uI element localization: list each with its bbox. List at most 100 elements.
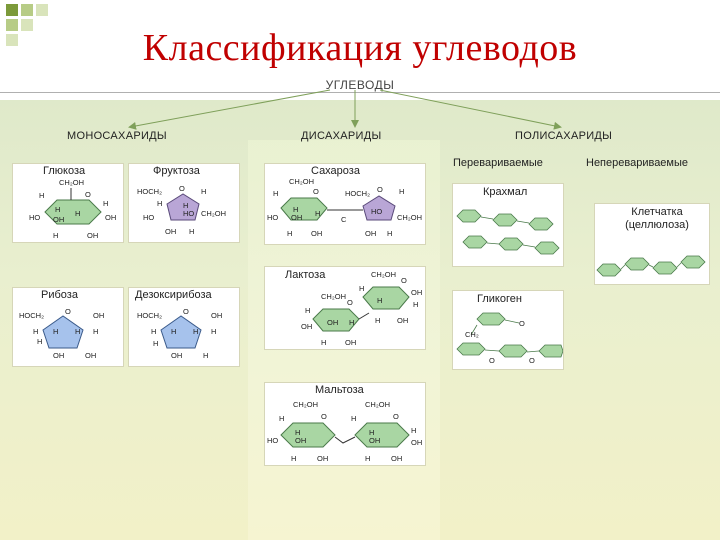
svg-text:H: H [291, 454, 296, 463]
svg-text:H: H [351, 414, 356, 423]
svg-text:HO: HO [267, 436, 278, 445]
svg-text:OH: OH [391, 454, 402, 463]
svg-text:HOCH₂: HOCH₂ [19, 311, 44, 320]
svg-text:CH₂OH: CH₂OH [397, 213, 422, 222]
svg-text:O: O [183, 307, 189, 316]
svg-text:HO: HO [267, 213, 278, 222]
card-cellulose: Клетчатка (целлюлоза) [594, 203, 710, 285]
svg-text:H: H [375, 316, 380, 325]
svg-text:H: H [53, 231, 58, 240]
maltose-label: Мальтоза [315, 384, 364, 396]
fructose-structure: HOCH₂ O H H H HO HO CH₂OH OH H [137, 184, 226, 236]
lactose-structure: CH₂OH O H OH OH H H OH CH₂OH O H OH H H … [301, 270, 422, 347]
svg-text:OH: OH [165, 227, 176, 236]
svg-text:O: O [393, 412, 399, 421]
svg-text:H: H [75, 209, 80, 218]
card-deoxyribose: Дезоксирибоза HOCH₂ O OH H H H H H OH H [128, 287, 240, 367]
svg-text:O: O [347, 298, 353, 307]
svg-text:OH: OH [345, 338, 356, 347]
corner-decoration [0, 0, 70, 46]
svg-text:CH₂OH: CH₂OH [289, 177, 314, 186]
category-monosaccharides: МОНОСАХАРИДЫ [67, 130, 167, 142]
glucose-structure: CH₂OH O H HO H OH H H OH H OH [29, 178, 116, 240]
deoxyribose-structure: HOCH₂ O OH H H H H H OH H [137, 307, 222, 360]
svg-text:CH₂OH: CH₂OH [371, 270, 396, 279]
svg-text:H: H [189, 227, 194, 236]
svg-text:OH: OH [311, 229, 322, 238]
svg-text:H: H [211, 327, 216, 336]
arrow-to-poly [379, 89, 562, 130]
svg-text:OH: OH [369, 436, 380, 445]
svg-text:H: H [359, 284, 364, 293]
svg-text:H: H [193, 327, 198, 336]
ribose-label: Рибоза [41, 289, 78, 301]
svg-text:OH: OH [93, 311, 104, 320]
glycogen-structure: O CH₂ O O [456, 312, 563, 365]
card-ribose: Рибоза HOCH₂ O OH H H H H H OH OH [12, 287, 124, 367]
svg-text:O: O [401, 276, 407, 285]
svg-text:H: H [183, 201, 188, 210]
svg-text:H: H [293, 205, 298, 214]
svg-text:H: H [413, 300, 418, 309]
card-maltose: Мальтоза CH₂OH CH₂OH O O H H H OH H OH H… [264, 382, 426, 466]
card-glucose: Глюкоза CH₂OH O H HO H OH H H OH H OH [12, 163, 124, 243]
svg-text:OH: OH [53, 215, 64, 224]
svg-text:H: H [279, 414, 284, 423]
svg-text:H: H [55, 205, 60, 214]
svg-text:OH: OH [85, 351, 96, 360]
svg-text:O: O [65, 307, 71, 316]
fructose-label: Фруктоза [153, 165, 200, 177]
root-node-carbohydrates: УГЛЕВОДЫ [325, 78, 395, 92]
card-sucrose: Сахароза CH₂OH O H H OH H HO C HOCH₂ O H… [264, 163, 426, 245]
svg-text:H: H [295, 428, 300, 437]
slide-title: Классификация углеводов [142, 27, 578, 69]
svg-text:OH: OH [327, 318, 338, 327]
card-glycogen: Гликоген O CH₂ O O [452, 290, 564, 370]
svg-text:H: H [203, 351, 208, 360]
svg-text:O: O [313, 187, 319, 196]
glucose-label: Глюкоза [43, 165, 86, 177]
svg-text:O: O [85, 190, 91, 199]
starch-structure [456, 209, 560, 255]
svg-text:H: H [75, 327, 80, 336]
maltose-structure: CH₂OH CH₂OH O O H H H OH H OH HO H OH H … [267, 400, 422, 463]
svg-text:OH: OH [397, 316, 408, 325]
card-fructose: Фруктоза HOCH₂ O H H H HO HO CH₂OH OH H [128, 163, 240, 243]
svg-text:CH₂: CH₂ [465, 330, 479, 339]
svg-text:OH: OH [411, 438, 422, 447]
svg-text:H: H [157, 199, 162, 208]
svg-text:OH: OH [295, 436, 306, 445]
arrow-to-mono [128, 89, 331, 130]
category-disaccharides: ДИСАХАРИДЫ [301, 130, 382, 142]
group-digestible: Перевариваемые [453, 157, 543, 169]
card-lactose: Лактоза CH₂OH O H OH OH H H OH CH₂OH O H… [264, 266, 426, 350]
svg-text:O: O [377, 185, 383, 194]
svg-text:H: H [273, 189, 278, 198]
lactose-label: Лактоза [285, 269, 326, 281]
svg-text:O: O [529, 356, 535, 365]
card-starch: Крахмал [452, 183, 564, 267]
svg-text:OH: OH [291, 213, 302, 222]
ribose-structure: HOCH₂ O OH H H H H H OH OH [19, 307, 104, 360]
svg-text:OH: OH [411, 288, 422, 297]
svg-text:OH: OH [365, 229, 376, 238]
svg-text:CH₂OH: CH₂OH [59, 178, 84, 187]
svg-text:HO: HO [29, 213, 40, 222]
svg-text:OH: OH [171, 351, 182, 360]
svg-text:H: H [411, 426, 416, 435]
svg-text:OH: OH [211, 311, 222, 320]
starch-label: Крахмал [483, 186, 528, 198]
svg-text:O: O [321, 412, 327, 421]
svg-text:HO: HO [371, 207, 382, 216]
deoxyribose-label: Дезоксирибоза [135, 289, 212, 301]
cellulose-structure [596, 255, 706, 277]
svg-text:H: H [369, 428, 374, 437]
svg-text:O: O [519, 319, 525, 328]
svg-text:H: H [321, 338, 326, 347]
svg-text:H: H [171, 327, 176, 336]
svg-text:CH₂OH: CH₂OH [293, 400, 318, 409]
svg-text:H: H [201, 187, 206, 196]
svg-text:OH: OH [87, 231, 98, 240]
cellulose-label: Клетчатка (целлюлоза) [617, 206, 697, 232]
svg-text:H: H [39, 191, 44, 200]
